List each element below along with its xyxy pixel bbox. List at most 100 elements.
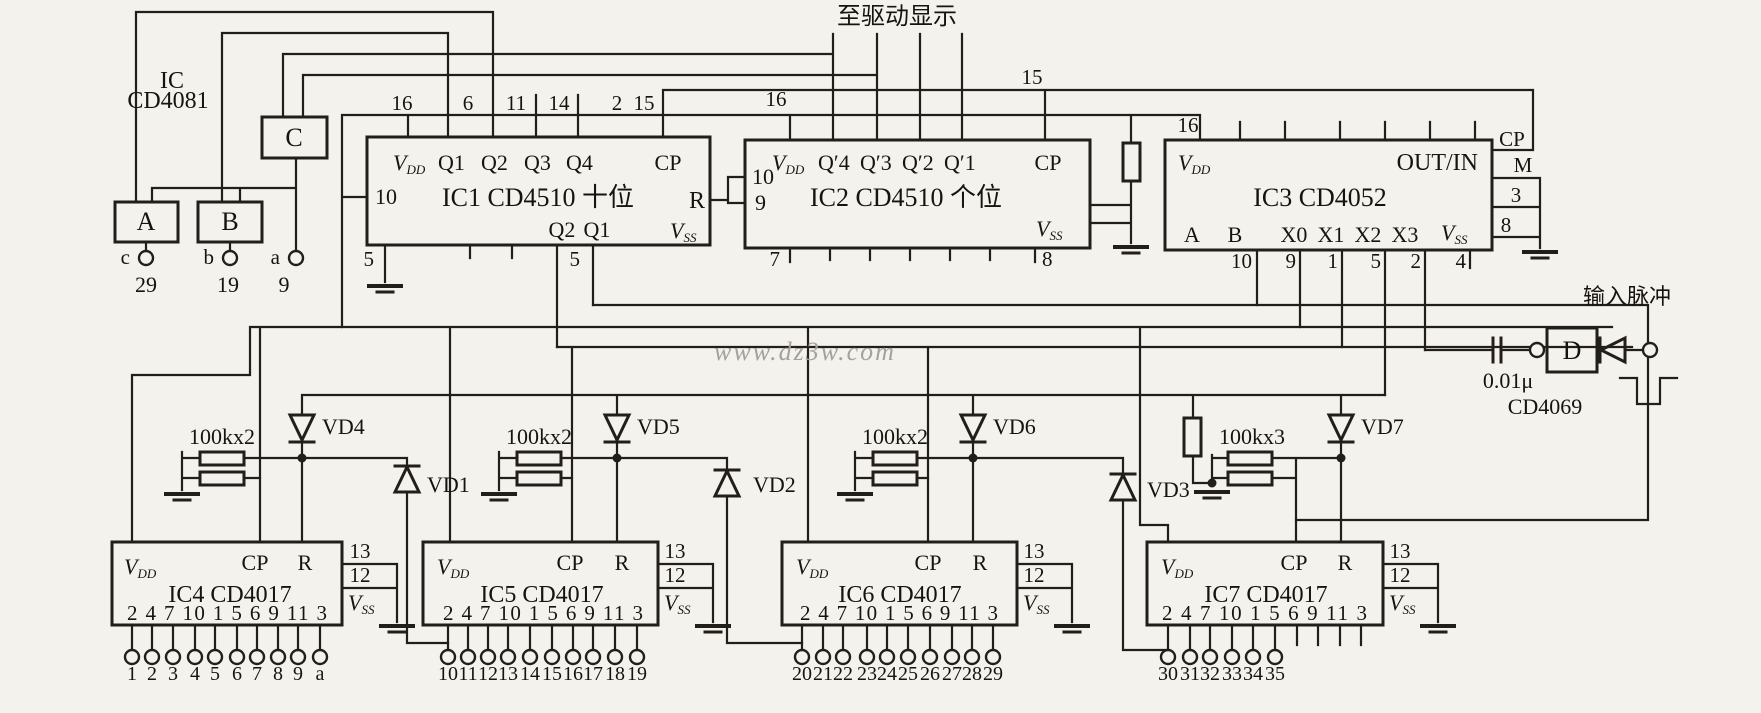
gate-a-label: A — [137, 207, 156, 236]
output-terminal — [984, 648, 1002, 666]
ic6-vss-label: VSS — [1023, 590, 1050, 617]
ic3-sel-a: A — [1184, 222, 1200, 247]
ic2-vss-label: VSS — [1036, 216, 1063, 243]
terminal-c-label: c — [121, 245, 130, 269]
ic1-bottom-pin5b: 5 — [570, 247, 581, 271]
ground-icon — [481, 492, 517, 502]
ic5-vdd-label: VDD — [437, 554, 470, 581]
input-diode-icon — [1597, 335, 1627, 365]
wires-ic4-7-terminals — [130, 562, 1440, 652]
terminal-number: 29 — [983, 663, 1003, 685]
ground-icon — [1054, 624, 1090, 634]
vd2-label: VD2 — [753, 472, 796, 497]
ic4-pin13: 13 — [350, 539, 371, 563]
terminal-number: 6 — [232, 663, 242, 685]
ic6-pin13: 13 — [1024, 539, 1045, 563]
ic1-r-label: R — [689, 188, 705, 214]
ic2-q3-label: Q′3 — [860, 150, 892, 175]
wire-segment — [134, 10, 964, 253]
terminal-number: 35 — [1265, 663, 1285, 685]
resistor-icon — [1182, 416, 1203, 458]
terminal-number: 32 — [1200, 663, 1220, 685]
terminal-number: 30 — [1158, 663, 1178, 685]
ic3-outin-label: OUT/IN — [1397, 150, 1478, 176]
junction-dot — [1336, 453, 1346, 463]
ic1-title: IC1 CD4510 十位 — [442, 183, 634, 212]
ic3-vdd-label: VDD — [1178, 150, 1211, 177]
vd1-label: VD1 — [427, 472, 470, 497]
ic4-title: IC4 CD4017 — [168, 582, 291, 608]
wire-segment — [1238, 120, 1542, 397]
ic4-pin-row: 2 4 7 10 1 5 6 9 11 3 — [127, 601, 327, 625]
wire-segment — [788, 179, 1133, 264]
ic1-pin-num: 11 — [506, 91, 526, 115]
vd5-label: VD5 — [637, 414, 680, 439]
watermark: www.dz3w.com — [714, 337, 896, 366]
wires-mid-buses — [130, 303, 1650, 544]
resistor-value-4: 100kx3 — [1219, 424, 1285, 449]
output-terminal — [439, 648, 457, 666]
ic4-box — [110, 540, 344, 627]
output-terminal — [963, 648, 981, 666]
wire-segment — [340, 113, 1202, 329]
wire-segment — [130, 562, 1440, 652]
resistor-icon — [515, 470, 563, 487]
resistor-icon — [1226, 450, 1274, 467]
junction-dot — [612, 453, 622, 463]
cd4069-label: CD4069 — [1508, 394, 1583, 419]
resistor-value-3: 100kx2 — [862, 424, 928, 449]
output-terminal — [943, 648, 961, 666]
output-terminal — [606, 648, 624, 666]
ground-icon — [837, 492, 873, 502]
terminal-number: 25 — [898, 663, 918, 685]
terminal-number: 22 — [833, 663, 853, 685]
output-terminal — [793, 648, 811, 666]
diode-vd4-icon — [287, 413, 317, 444]
ic5-cp-label: CP — [557, 550, 584, 575]
terminal-c — [137, 249, 155, 267]
output-terminal — [878, 648, 896, 666]
ic3-m-label: M — [1514, 153, 1533, 177]
terminal-number: 2 — [147, 663, 157, 685]
ic7-box — [1145, 540, 1385, 627]
ic1-bottom-q2: Q2 — [549, 217, 576, 242]
output-terminal — [1266, 648, 1284, 666]
ic5-pin12: 12 — [665, 563, 686, 587]
ic3-pin16-num: 16 — [1178, 113, 1199, 137]
ic5-cd4017: VDD CP R IC5 CD4017 2 4 7 10 1 5 6 9 11 … — [421, 539, 691, 685]
terminal-number: 11 — [458, 663, 477, 685]
ground-icon — [695, 624, 731, 634]
pulse-waveform-icon — [1618, 376, 1679, 406]
ic2-vdd-label: VDD — [772, 150, 805, 177]
ic7-pin-row: 2 4 7 10 1 5 6 9 11 3 — [1162, 601, 1367, 625]
ic6-r-label: R — [973, 550, 988, 575]
ic1-bottom-q1: Q1 — [584, 217, 611, 242]
ic6-pin-row: 2 4 7 10 1 5 6 9 11 3 — [800, 601, 998, 625]
terminal-number: 4 — [190, 663, 200, 685]
wires-ic1-pins — [383, 93, 747, 349]
output-terminal — [628, 648, 646, 666]
vd6-label: VD6 — [993, 414, 1036, 439]
output-terminal — [1244, 648, 1262, 666]
wire-segment — [383, 93, 747, 349]
ground-icon — [1194, 490, 1230, 500]
ic1-vss-label: VSS — [670, 218, 697, 245]
terminal-number: 31 — [1180, 663, 1200, 685]
ic6-box — [780, 540, 1019, 627]
diode-vd3-icon — [1108, 471, 1138, 502]
vd7-label: VD7 — [1361, 414, 1404, 439]
diode-vd7-icon — [1326, 413, 1356, 444]
gate-c-label: C — [285, 123, 302, 152]
ground-icon — [164, 492, 200, 502]
resistor-icon — [1226, 470, 1274, 487]
ic4-vdd-label: VDD — [124, 554, 157, 581]
gate-c-box — [260, 115, 329, 160]
ic3-x2: X2 — [1355, 222, 1382, 247]
ic1-pin10-label: 10 — [375, 184, 397, 209]
ic2-box — [743, 138, 1092, 250]
resistor-icon — [198, 470, 246, 487]
gate-b-box — [196, 200, 264, 244]
terminal-b-number: 19 — [217, 272, 239, 297]
wires-counter-sections — [180, 440, 1343, 652]
